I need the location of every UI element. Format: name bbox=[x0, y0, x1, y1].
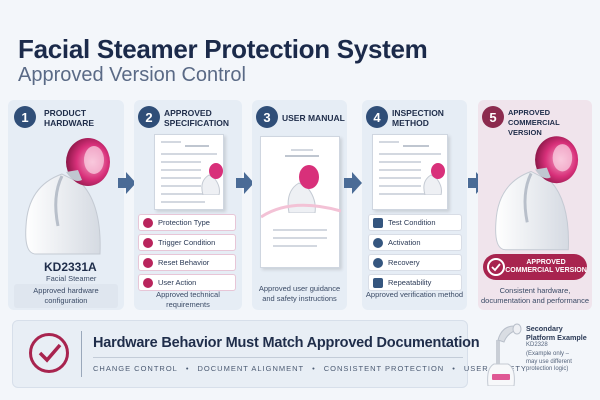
list-item: Recovery bbox=[368, 254, 462, 271]
list-item: Test Condition bbox=[368, 214, 462, 231]
checkmark-icon bbox=[487, 258, 505, 276]
divider bbox=[93, 357, 463, 358]
play-icon bbox=[373, 237, 383, 248]
arrow-right-icon bbox=[468, 172, 486, 194]
model-description: Facial Steamer bbox=[46, 274, 97, 283]
list-item: Trigger Condition bbox=[138, 234, 236, 251]
bottom-banner: Hardware Behavior Must Match Approved Do… bbox=[12, 320, 526, 388]
banner-headline: Hardware Behavior Must Match Approved Do… bbox=[93, 335, 480, 351]
shield-icon bbox=[143, 217, 153, 228]
user-manual-image bbox=[260, 136, 341, 268]
step-number: 4 bbox=[366, 106, 388, 128]
reset-icon bbox=[143, 257, 153, 268]
checkmark-circle-icon bbox=[29, 333, 69, 373]
facial-steamer-image bbox=[25, 138, 110, 255]
inspection-document-image bbox=[372, 134, 448, 210]
target-icon bbox=[143, 237, 153, 248]
arrow-right-icon bbox=[236, 172, 254, 194]
list-item: Reset Behavior bbox=[138, 254, 236, 271]
model-number: KD2331A bbox=[44, 260, 97, 274]
page-title: Facial Steamer Protection System bbox=[18, 34, 428, 64]
banner-tags: CHANGE CONTROL•DOCUMENT ALIGNMENT•CONSIS… bbox=[93, 364, 526, 373]
panel-caption: Consistent hardware,documentation and pe… bbox=[481, 286, 589, 305]
page-subtitle: Approved Version Control bbox=[18, 64, 246, 86]
user-icon bbox=[143, 277, 153, 288]
inspection-item-list: Test Condition Activation Recovery Repea… bbox=[368, 214, 462, 294]
divider bbox=[81, 331, 82, 377]
step-number: 5 bbox=[482, 106, 504, 128]
spec-item-list: Protection Type Trigger Condition Reset … bbox=[138, 214, 236, 294]
panel-title: USER MANUAL bbox=[282, 113, 345, 123]
arrow-right-icon bbox=[344, 172, 362, 194]
secondary-steamer-image bbox=[487, 323, 522, 386]
clipboard-icon bbox=[373, 217, 383, 228]
secondary-model: KD2328 bbox=[526, 342, 548, 348]
list-item: Repeatability bbox=[368, 274, 462, 291]
list-item: User Action bbox=[138, 274, 236, 291]
arrow-right-icon bbox=[118, 172, 136, 194]
step-number: 1 bbox=[14, 106, 36, 128]
step-number: 2 bbox=[138, 106, 160, 128]
bar-chart-icon bbox=[373, 277, 383, 288]
step-number: 3 bbox=[256, 106, 278, 128]
list-item: Activation bbox=[368, 234, 462, 251]
panel-caption: Approved verification method bbox=[365, 290, 464, 299]
refresh-icon bbox=[373, 257, 383, 268]
spec-document-image bbox=[154, 134, 224, 210]
panel-caption: Approved technical requirements bbox=[156, 290, 220, 309]
list-item: Protection Type bbox=[138, 214, 236, 231]
facial-steamer-image bbox=[495, 136, 579, 251]
